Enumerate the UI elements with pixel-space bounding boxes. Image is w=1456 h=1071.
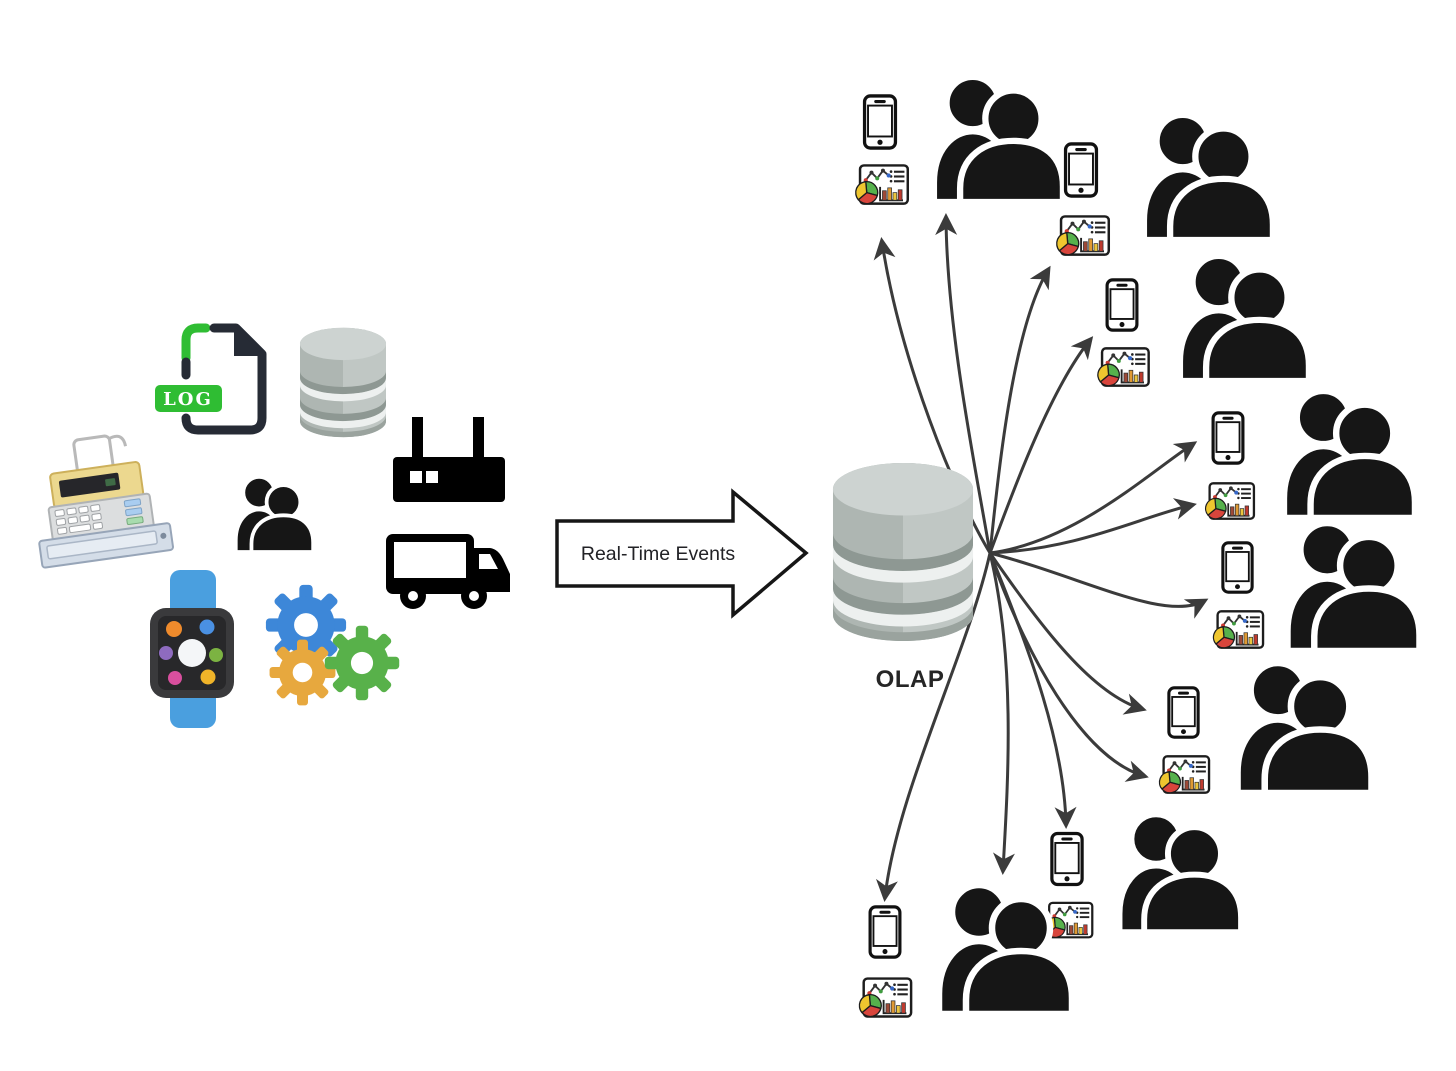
smartphone-icon: [868, 905, 902, 959]
arrow-to-phone-7: [988, 552, 1077, 829]
arrow-to-users-8: [988, 552, 1015, 875]
consumer-cluster: [1055, 115, 1273, 256]
log-badge: [155, 385, 222, 412]
delivery-truck-icon: [386, 534, 510, 609]
gear-orange: [269, 639, 336, 706]
arrow-to-users-1: [935, 213, 992, 554]
consumer-cluster: [1204, 391, 1415, 520]
source-icons: LOG: [38, 323, 510, 728]
gears-icon: [265, 584, 400, 706]
olap-database: OLAP: [830, 460, 976, 693]
log-file-icon: LOG: [155, 323, 267, 435]
real-time-events-label: Real-Time Events: [581, 543, 735, 565]
analytics-dashboard-icon: [1055, 215, 1111, 256]
arrow-to-phone-5: [989, 551, 1209, 619]
real-time-events-arrow: Real-Time Events: [555, 488, 809, 619]
smartphone-icon: [1063, 142, 1099, 198]
user-group-icon: [1287, 523, 1419, 651]
consumer-cluster: [1212, 523, 1419, 651]
user-group-icon: [1284, 391, 1415, 518]
arrow-to-phone-6: [988, 552, 1147, 715]
wifi-router-icon: [393, 417, 505, 502]
analytics-dashboard-icon: [854, 164, 910, 205]
user-group-icon: [934, 77, 1063, 202]
database-icon: [298, 326, 388, 439]
consumer-cluster: [858, 885, 1072, 1018]
smartwatch-icon: [150, 570, 234, 728]
consumer-cluster: [1044, 814, 1241, 939]
arrow-to-phone-4: [989, 441, 1198, 555]
consumer-cluster: [854, 77, 1063, 205]
analytics-dashboard-icon: [1158, 755, 1211, 794]
database-cylinder-icon: [830, 460, 976, 644]
fan-out-arrows: [873, 213, 1209, 902]
user-group-icon: [1180, 256, 1309, 381]
analytics-dashboard-icon: [1096, 347, 1150, 387]
gear-green: [324, 625, 400, 701]
smartphone-icon: [862, 94, 898, 150]
arrow-to-dashboard-4: [989, 498, 1197, 555]
cash-register-icon: [38, 434, 174, 569]
user-group-icon: [1238, 663, 1372, 793]
smartphone-icon: [1167, 686, 1200, 739]
analytics-dashboard-icon: [858, 977, 913, 1018]
arrow-to-phone-3: [988, 336, 1094, 554]
analytics-dashboard-icon: [1212, 610, 1265, 649]
arrow-to-phone-8: [876, 552, 992, 902]
arrow-to-dashboard-1: [873, 237, 992, 554]
arrow-to-dashboard-2: [988, 265, 1051, 554]
smartphone-icon: [1105, 278, 1139, 332]
consumer-cluster: [1096, 256, 1309, 387]
analytics-dashboard-icon: [1204, 482, 1256, 520]
smartphone-icon: [1050, 831, 1084, 887]
user-group-icon: [1144, 115, 1273, 240]
log-badge-label: LOG: [163, 389, 213, 410]
consumer-cluster: [1158, 663, 1372, 794]
olap-label: OLAP: [876, 666, 945, 693]
user-group-icon: [1119, 814, 1241, 932]
smartphone-icon: [1211, 411, 1245, 465]
user-group-icon: [233, 475, 314, 552]
smartphone-icon: [1221, 541, 1254, 594]
